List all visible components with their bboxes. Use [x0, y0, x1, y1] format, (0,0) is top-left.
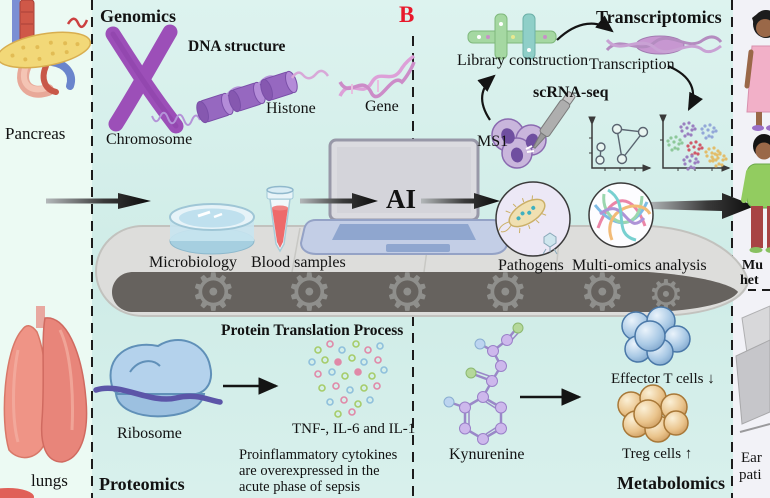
chromosome-illustration [105, 24, 184, 134]
pipette-icon [532, 91, 576, 149]
patient-bed-illustration [735, 305, 770, 433]
svg-text:⚙: ⚙ [384, 263, 431, 323]
ai-label: AI [386, 184, 417, 214]
dna-histone-illustration [151, 69, 330, 126]
cluster-mini-chart [659, 114, 731, 172]
protein-translation-title: Protein Translation Process [221, 322, 404, 339]
panel-label-b: B [399, 2, 415, 27]
right-text-line4: pati [739, 467, 762, 483]
cytokines-label: TNF-, IL-6 and IL-1 [292, 421, 416, 437]
organ-fragment [0, 488, 34, 498]
petri-dish-illustration [169, 203, 255, 255]
dna-structure-label: DNA structure [188, 38, 286, 55]
blood-tube-illustration [266, 185, 294, 253]
ribosome-label: Ribosome [117, 425, 182, 442]
pancreas-label: Pancreas [5, 124, 66, 143]
proteomics-note: Proinflammatory cytokines are overexpres… [239, 447, 398, 496]
microbiology-label: Microbiology [149, 254, 237, 271]
arrow-ai-to-pathogens [421, 193, 500, 209]
arrow-samples-to-ai [300, 193, 378, 209]
svg-text:⚙: ⚙ [190, 263, 237, 323]
gene-helix-illustration [338, 54, 416, 99]
lungs-illustration [3, 306, 88, 463]
effector-t-cells-label: Effector T cells ↓ [611, 371, 715, 387]
ms1-cells-illustration [491, 91, 576, 169]
genomics-title: Genomics [100, 6, 176, 26]
pathogens-illustration [495, 181, 571, 257]
right-text-line2: het [740, 273, 759, 288]
pancreas-illustration [0, 0, 92, 98]
blood-samples-label: Blood samples [251, 254, 346, 271]
histone-label: Histone [266, 100, 316, 117]
multiomics-label: Multi-omics analysis [572, 257, 707, 274]
svg-text:⚙: ⚙ [579, 263, 626, 323]
ms1-label: MS1 [477, 133, 509, 150]
svg-text:⚙: ⚙ [286, 263, 333, 323]
treg-cells-illustration [617, 384, 689, 443]
gear-icons: ⚙⚙⚙ ⚙⚙⚙ [190, 263, 684, 323]
lungs-label: lungs [31, 471, 68, 490]
proteomics-title: Proteomics [99, 474, 185, 494]
patient-woman-illustration [744, 10, 770, 131]
arrow-to-patients [648, 193, 755, 219]
patient-man-illustration [741, 134, 770, 253]
right-text-line1: Mu [742, 258, 763, 273]
library-construction-label: Library construction [457, 52, 589, 69]
effector-t-cells-illustration [621, 306, 691, 366]
chromosome-label: Chromosome [106, 131, 193, 148]
right-text-line3: Ear [741, 450, 762, 466]
conveyor-belt: ⚙⚙⚙ ⚙⚙⚙ [94, 225, 750, 323]
gene-label: Gene [365, 98, 399, 115]
curved-arrows [477, 15, 704, 121]
transcription-label: Transcription [589, 56, 675, 73]
cytokines-illustration [308, 340, 388, 418]
transcriptomics-title: Transcriptomics [596, 7, 722, 27]
pathogens-label: Pathogens [498, 257, 564, 274]
kynurenine-illustration [443, 322, 524, 445]
rna-transcription-illustration [605, 35, 723, 55]
metabolomics-title: Metabolomics [617, 473, 725, 493]
treg-cells-label: Treg cells ↑ [622, 446, 693, 462]
arrow-organs-to-panel [46, 193, 151, 209]
ai-laptop-illustration [299, 138, 509, 255]
ribosome-illustration [93, 339, 223, 418]
multiomics-illustration [588, 182, 654, 248]
library-construction-illustration [467, 13, 557, 60]
scrna-seq-label: scRNA-seq [533, 84, 609, 101]
network-mini-chart [588, 116, 652, 172]
svg-text:⚙: ⚙ [482, 263, 529, 323]
kynurenine-label: Kynurenine [449, 446, 525, 463]
